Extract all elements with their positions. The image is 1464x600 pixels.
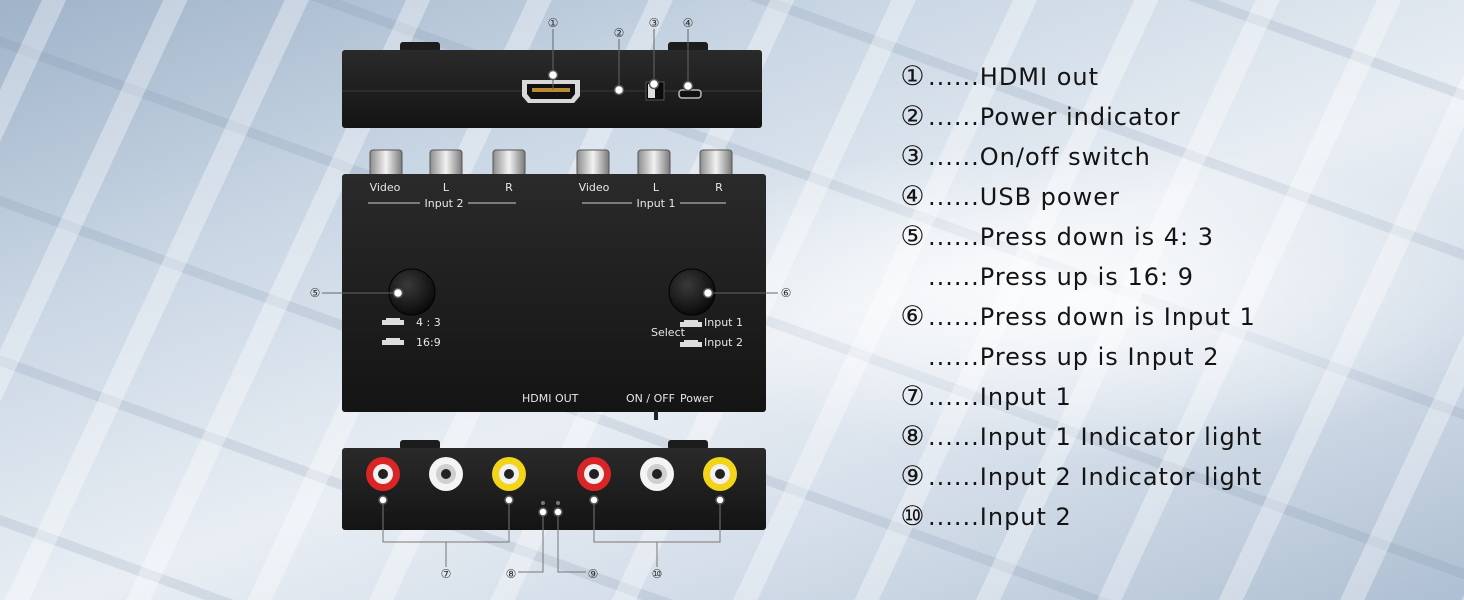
legend-item: ①......HDMI out xyxy=(898,57,1262,97)
legend-item: ②......Power indicator xyxy=(898,97,1262,137)
rear-panel-body xyxy=(342,448,766,530)
callout-2: ② xyxy=(614,26,625,40)
legend-item: ⑥......Press down is Input 1 xyxy=(898,297,1262,337)
hdmi-port xyxy=(522,80,580,103)
legend-text: ......Input 2 xyxy=(928,503,1072,531)
select-input2-label: Input 2 xyxy=(704,336,743,349)
input1-video-label: Video xyxy=(579,181,610,194)
select-label: Select xyxy=(651,326,686,339)
rca-jack-yellow xyxy=(492,457,526,491)
legend-text: ......Press up is Input 2 xyxy=(928,343,1220,371)
front-panel: Video L R Input 2 Video L R Input 1 4 : … xyxy=(310,149,792,420)
legend-item: ⑦......Input 1 xyxy=(898,377,1262,417)
rubber-foot xyxy=(668,440,708,450)
input2-video-label: Video xyxy=(370,181,401,194)
rca-jack-red xyxy=(366,457,400,491)
input1-indicator-led xyxy=(541,501,545,505)
legend-text: ......Input 1 xyxy=(928,383,1072,411)
on-off-label: ON / OFF xyxy=(626,392,675,405)
callout-5: ⑤ xyxy=(310,286,321,300)
legend-text: ......Power indicator xyxy=(928,103,1181,131)
usb-power-port xyxy=(678,89,702,99)
rca-jack-white xyxy=(640,457,674,491)
select-input1-label: Input 1 xyxy=(704,316,743,329)
legend-text: ......HDMI out xyxy=(928,63,1100,91)
top-panel: ① ② ③ ④ xyxy=(342,16,762,128)
callout-3: ③ xyxy=(649,16,660,30)
legend-item: ④......USB power xyxy=(898,177,1262,217)
legend-item: ⑩......Input 2 xyxy=(898,497,1262,537)
legend-number: ⑨ xyxy=(900,461,926,492)
input2-r-label: R xyxy=(505,181,513,194)
switch-tab xyxy=(654,410,658,420)
input2-l-label: L xyxy=(443,181,450,194)
callout-6: ⑥ xyxy=(781,286,792,300)
legend-text: ......Input 1 Indicator light xyxy=(928,423,1263,451)
aspect-4-3-label: 4 : 3 xyxy=(416,316,441,329)
legend-number: ④ xyxy=(900,181,926,212)
legend-text: ......On/off switch xyxy=(928,143,1151,171)
legend-text: ......Input 2 Indicator light xyxy=(928,463,1263,491)
callout-4: ④ xyxy=(683,16,694,30)
callout-7: ⑦ xyxy=(441,567,452,581)
legend-number: ⑥ xyxy=(900,301,926,332)
input-select-button xyxy=(668,268,716,316)
power-label: Power xyxy=(680,392,714,405)
callout-10: ⑩ xyxy=(652,567,663,581)
front-panel-body xyxy=(342,174,766,412)
input1-l-label: L xyxy=(653,181,660,194)
rca-jack-yellow xyxy=(703,457,737,491)
legend-number: ① xyxy=(900,61,926,92)
legend-number: ③ xyxy=(900,141,926,172)
callout-1: ① xyxy=(548,16,559,30)
rca-jack-white xyxy=(429,457,463,491)
legend-item: ......Press up is Input 2 xyxy=(898,337,1262,377)
legend-number: ⑩ xyxy=(900,501,926,532)
rca-jack-red xyxy=(577,457,611,491)
legend-item: ⑨......Input 2 Indicator light xyxy=(898,457,1262,497)
input2-label: Input 2 xyxy=(425,197,464,210)
legend-text: ......Press down is 4: 3 xyxy=(928,223,1215,251)
legend-text: ......USB power xyxy=(928,183,1120,211)
legend-item: ......Press up is 16: 9 xyxy=(898,257,1262,297)
legend-list: ①......HDMI out ②......Power indicator ③… xyxy=(898,57,1262,537)
input1-label: Input 1 xyxy=(637,197,676,210)
legend-item: ⑧......Input 1 Indicator light xyxy=(898,417,1262,457)
callout-8: ⑧ xyxy=(506,567,517,581)
hdmi-out-label: HDMI OUT xyxy=(522,392,579,405)
legend-number: ⑧ xyxy=(900,421,926,452)
legend-item: ⑤......Press down is 4: 3 xyxy=(898,217,1262,257)
callout-9: ⑨ xyxy=(588,567,599,581)
legend-item: ③......On/off switch xyxy=(898,137,1262,177)
legend-number: ② xyxy=(900,101,926,132)
legend-text: ......Press down is Input 1 xyxy=(928,303,1256,331)
aspect-16-9-label: 16:9 xyxy=(416,336,441,349)
rubber-foot xyxy=(400,42,440,52)
input2-indicator-led xyxy=(556,501,560,505)
aspect-ratio-button xyxy=(388,268,436,316)
input1-r-label: R xyxy=(715,181,723,194)
legend-number: ⑦ xyxy=(900,381,926,412)
legend-number: ⑤ xyxy=(900,221,926,252)
rubber-foot xyxy=(400,440,440,450)
legend-text: ......Press up is 16: 9 xyxy=(928,263,1194,291)
rear-panel: ⑦ ⑧ ⑨ ⑩ xyxy=(342,440,766,581)
